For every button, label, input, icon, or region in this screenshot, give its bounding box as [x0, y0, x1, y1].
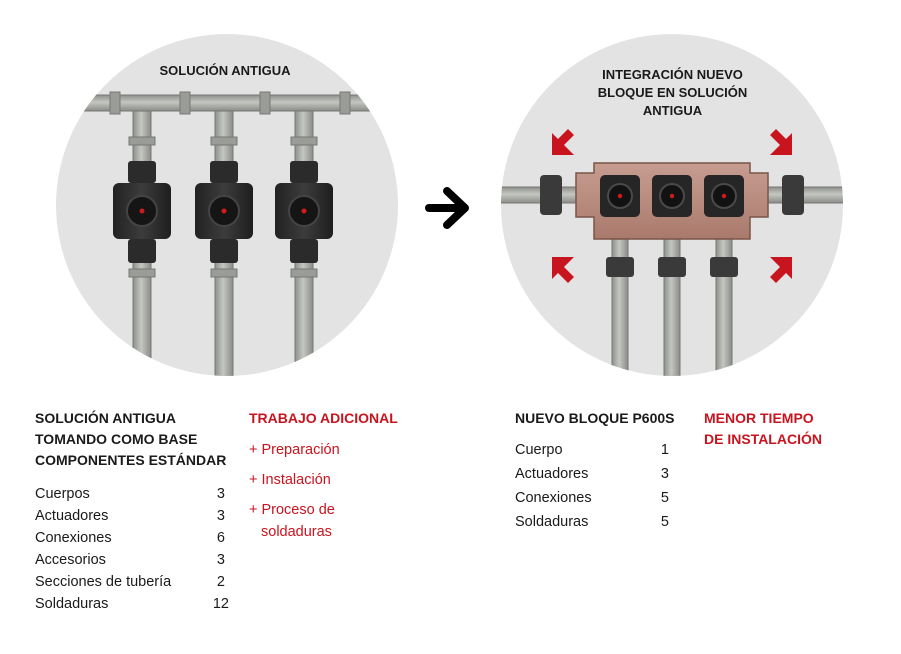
old-solution-illustration: [55, 33, 399, 382]
arrow-right-icon: [425, 185, 473, 236]
extra-work-header: TRABAJO ADICIONAL: [249, 410, 398, 426]
list-item: + Proceso de: [249, 502, 335, 518]
old-solution-header: SOLUCIÓN ANTIGUA TOMANDO COMO BASE COMPO…: [35, 410, 227, 468]
new-block-title: INTEGRACIÓN NUEVO BLOQUE EN SOLUCIÓN ANT…: [597, 67, 748, 118]
inward-arrows-icon: [552, 129, 792, 283]
block-actuator-icon: [704, 175, 744, 217]
list-item: + Instalación: [249, 472, 331, 488]
old-solution-table: SOLUCIÓN ANTIGUA TOMANDO COMO BASE COMPO…: [35, 408, 235, 615]
old-solution-title: SOLUCIÓN ANTIGUA: [159, 63, 291, 78]
valve-line-3: [275, 110, 333, 376]
block-actuator-icon: [652, 175, 692, 217]
valve-line-2: [195, 110, 253, 376]
less-time-note: MENOR TIEMPO DE INSTALACIÓN: [704, 410, 822, 447]
block-actuator-icon: [600, 175, 640, 217]
list-item: + Preparación: [249, 442, 340, 458]
new-block-header: NUEVO BLOQUE P600S: [515, 410, 675, 426]
extra-work-list: TRABAJO ADICIONAL + Preparación + Instal…: [249, 408, 429, 543]
new-block-illustration: [500, 33, 844, 382]
valve-line-1: [113, 110, 171, 376]
list-item-continuation: soldaduras: [261, 524, 332, 540]
